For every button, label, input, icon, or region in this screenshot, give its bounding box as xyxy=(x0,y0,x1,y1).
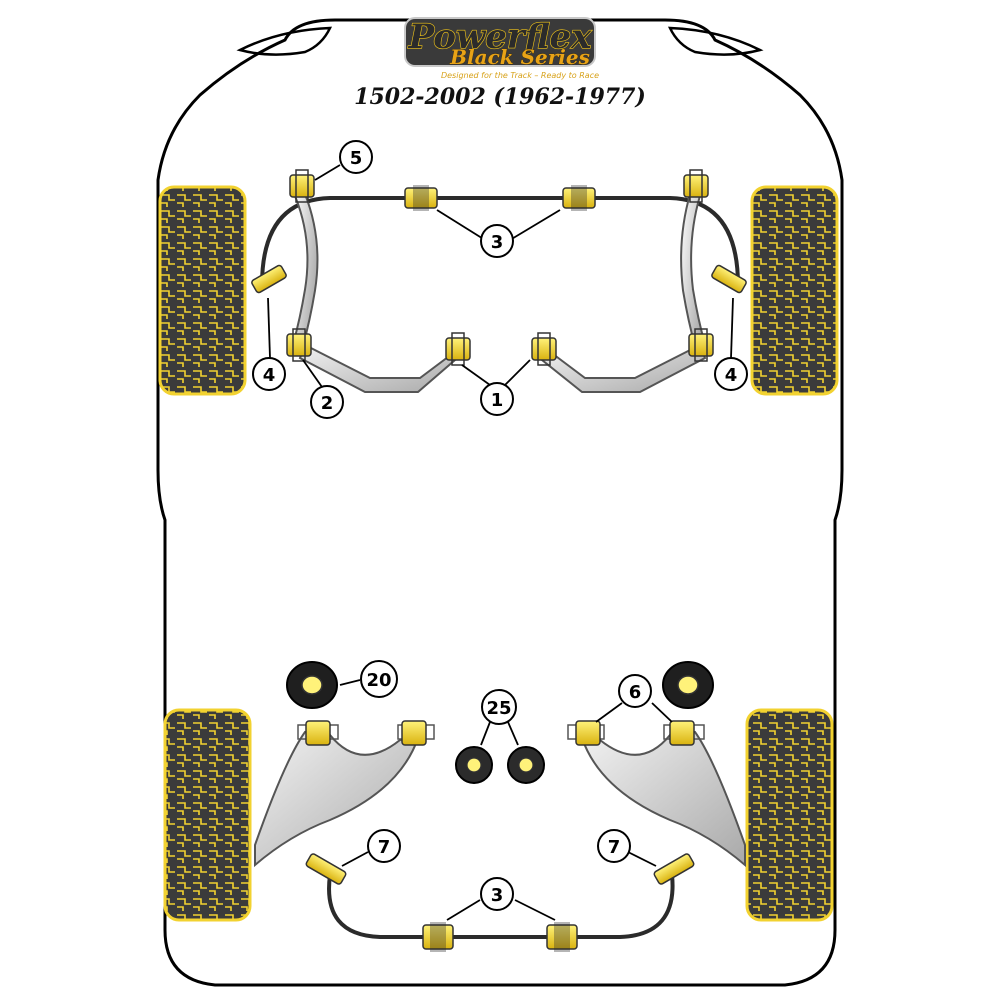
callout-3-rear-label: 3 xyxy=(491,885,504,906)
bush-rear-arm-left-outer xyxy=(297,720,339,746)
arrow-1-left xyxy=(461,364,491,386)
bush-rear-arm-left-inner xyxy=(397,720,435,746)
bush-5-top-left xyxy=(289,169,315,203)
callout-7-right: 7 xyxy=(597,829,631,863)
bush-4-right xyxy=(711,264,747,294)
callout-1-label: 1 xyxy=(491,390,504,411)
logo-series: Black Series xyxy=(449,45,590,69)
left-headlight-outline xyxy=(236,26,333,56)
front-left-tyre xyxy=(158,185,247,396)
bush-3-rear-right xyxy=(546,922,578,952)
arrow-3-front-left xyxy=(436,209,486,241)
callout-25: 25 xyxy=(481,689,517,725)
front-drop-link-right xyxy=(680,193,706,347)
logo-tagline: Designed for the Track – Ready to Race xyxy=(441,71,599,80)
arrow-6-right xyxy=(651,702,673,723)
arrow-7-right xyxy=(627,851,657,867)
arrow-2 xyxy=(302,359,323,388)
front-lower-arm-right xyxy=(540,343,707,393)
callout-4-left: 4 xyxy=(252,357,286,391)
callout-3-rear: 3 xyxy=(480,877,514,911)
arrow-3-rear-left xyxy=(446,899,481,921)
callout-7-right-label: 7 xyxy=(608,837,621,858)
front-drop-link-left xyxy=(292,192,319,347)
callout-2-label: 2 xyxy=(321,393,334,414)
bush-3-front-right xyxy=(562,185,596,211)
logo-brand: Powerflex xyxy=(408,17,592,57)
bush-3-front-left xyxy=(404,185,438,211)
arrow-1-right xyxy=(504,359,531,386)
bush-6-right-inner xyxy=(567,720,605,746)
arrow-20 xyxy=(339,679,361,686)
right-headlight-outline xyxy=(667,26,764,56)
front-anti-roll-bar xyxy=(260,196,740,286)
bush-1-right xyxy=(531,332,557,366)
bush-1-left xyxy=(445,332,471,366)
callout-3-front: 3 xyxy=(480,224,514,258)
mount-25-left xyxy=(455,746,493,784)
bush-3-rear-left xyxy=(422,922,454,952)
callout-5: 5 xyxy=(339,140,373,174)
callout-2: 2 xyxy=(310,385,344,419)
arrow-3-front-right xyxy=(509,209,561,241)
callout-25-label: 25 xyxy=(486,698,511,719)
arrow-4-right xyxy=(730,297,734,359)
diff-mount-right xyxy=(662,661,714,709)
callout-4-left-label: 4 xyxy=(263,365,276,386)
callout-7-left-label: 7 xyxy=(378,837,391,858)
callout-6-label: 6 xyxy=(629,682,642,703)
callout-6: 6 xyxy=(618,674,652,708)
callout-4-right-label: 4 xyxy=(725,365,738,386)
front-right-tyre xyxy=(750,185,839,396)
powerflex-logo: Powerflex Black Series Designed for the … xyxy=(404,16,599,80)
arrow-25-right xyxy=(507,721,519,746)
arrow-5 xyxy=(314,164,341,181)
callout-20: 20 xyxy=(360,660,398,698)
callout-3-front-label: 3 xyxy=(491,232,504,253)
bush-7-right xyxy=(653,853,695,885)
callout-4-right: 4 xyxy=(714,357,748,391)
callout-7-left: 7 xyxy=(367,829,401,863)
mount-25-right xyxy=(507,746,545,784)
diagram-title: 1502-2002 (1962-1977) xyxy=(354,84,646,110)
bush-2-right xyxy=(688,328,714,362)
arrow-25-left xyxy=(480,721,491,746)
callout-20-label: 20 xyxy=(366,670,391,691)
arrow-3-rear-right xyxy=(514,899,556,921)
bush-2-left xyxy=(286,328,312,362)
rear-anti-roll-bar xyxy=(327,874,675,939)
arrow-4-left xyxy=(267,297,271,359)
leader-arrows xyxy=(267,164,734,921)
bush-6-right-outer xyxy=(663,720,705,746)
arrow-7-left xyxy=(341,851,369,867)
rear-right-tyre xyxy=(745,708,834,922)
bush-top-right xyxy=(683,169,709,203)
rear-left-tyre xyxy=(163,708,252,922)
diff-mount-20-left xyxy=(286,661,338,709)
bush-4-left xyxy=(251,264,287,294)
callout-5-label: 5 xyxy=(350,148,363,169)
bush-7-left xyxy=(305,853,347,885)
callout-1: 1 xyxy=(480,382,514,416)
arrow-6-left xyxy=(595,702,623,723)
